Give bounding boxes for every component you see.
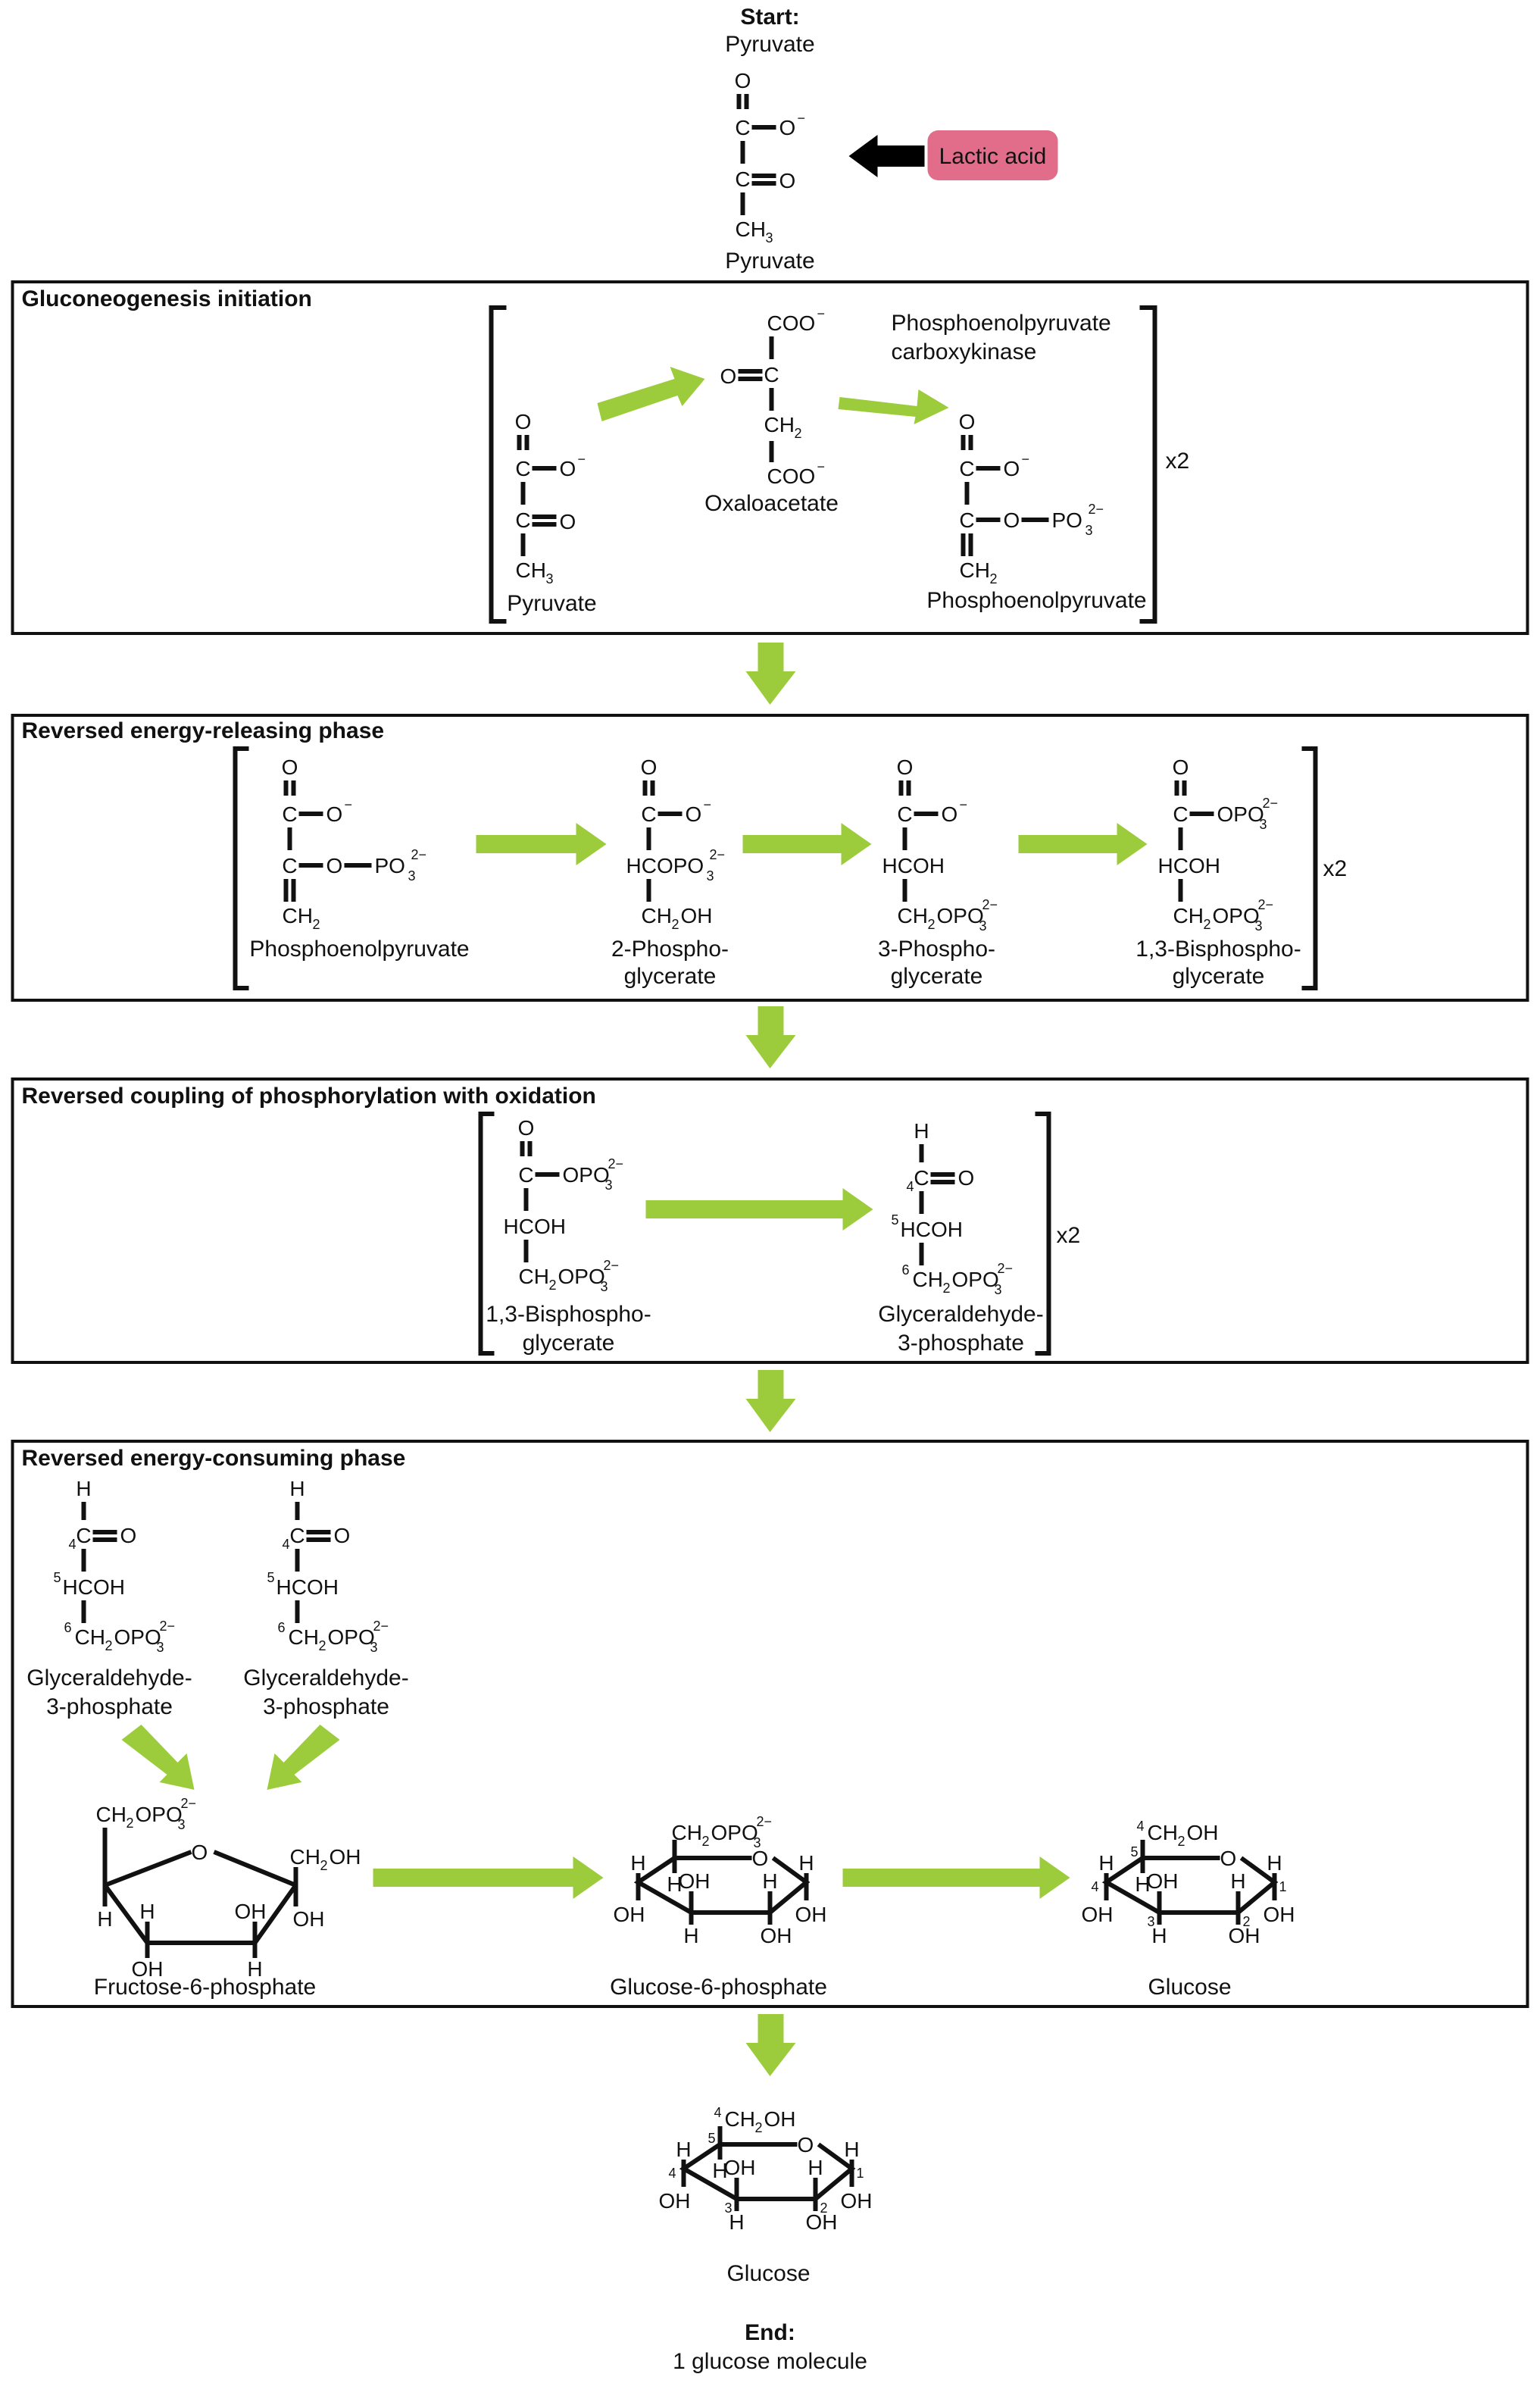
- pg2-structure: [626, 755, 726, 932]
- g6p-structure: [614, 1814, 827, 1947]
- pg3-structure: [882, 755, 998, 934]
- g3p-label-line2-coupling: 3-phosphate: [898, 1331, 1024, 1356]
- f6p-label: Fructose-6-phosphate: [94, 1975, 317, 2000]
- g3p-structure-consuming-1: [54, 1477, 176, 1655]
- pep-structure-releasing: [282, 755, 426, 932]
- bpg-label-line2-coupling: glycerate: [523, 1331, 615, 1356]
- g3p-label-line2-consuming-2: 3-phosphate: [263, 1694, 389, 1719]
- green-arrow-down-2: [745, 1006, 796, 1068]
- multiplier-coupling: x2: [1057, 1223, 1081, 1248]
- pep-structure-initiation: [959, 410, 1104, 586]
- g3p-label-line1-consuming-1: Glyceraldehyde-: [27, 1666, 192, 1691]
- section-box-initiation: [11, 280, 1529, 635]
- start-pyruvate-label: Pyruvate: [725, 32, 814, 57]
- g3p-structure-coupling: [892, 1119, 1014, 1297]
- g3p-label-line1-consuming-2: Glyceraldehyde-: [243, 1666, 408, 1691]
- lactic-acid-arrow: [848, 135, 925, 177]
- pg2-label-line2: glycerate: [624, 964, 717, 989]
- bracket-right-releasing: [1301, 746, 1318, 990]
- bpg-structure-coupling: [504, 1116, 624, 1294]
- glucose-label-consuming: Glucose: [1148, 1975, 1231, 2000]
- section-box-coupling: [11, 1078, 1529, 1364]
- green-arrow-releasing-1: [476, 823, 607, 865]
- green-arrow-releasing-2: [742, 823, 872, 865]
- green-arrow-consuming-2: [842, 1856, 1070, 1899]
- bpg-label-line2-releasing: glycerate: [1173, 964, 1265, 989]
- multiplier-releasing: x2: [1323, 856, 1348, 881]
- green-arrow-initiation-1: [597, 367, 705, 421]
- oxaloacetate-structure: [720, 306, 826, 488]
- section-box-releasing: [11, 714, 1529, 1002]
- glucose-structure-consuming: [1082, 1819, 1295, 1947]
- bracket-left-initiation: [489, 305, 507, 624]
- bpg-label-line1-coupling: 1,3-Bisphospho-: [486, 1302, 651, 1327]
- pep-label-initiation: Phosphoenolpyruvate: [926, 588, 1146, 613]
- green-arrow-consuming-1: [373, 1856, 604, 1899]
- green-arrow-initiation-2: [838, 389, 949, 424]
- green-arrow-releasing-3: [1018, 823, 1148, 865]
- g6p-label: Glucose-6-phosphate: [610, 1975, 827, 2000]
- green-arrow-down-1: [745, 643, 796, 705]
- bpg-label-line1-releasing: 1,3-Bisphospho-: [1135, 937, 1301, 962]
- lactic-acid-label: Lactic acid: [939, 144, 1047, 169]
- g3p-structure-consuming-2: [267, 1477, 389, 1655]
- section-box-consuming: [11, 1440, 1529, 2008]
- f6p-structure: [96, 1796, 361, 1981]
- green-arrow-down-3: [745, 1370, 796, 1432]
- enzyme-label-line2: carboxykinase: [892, 339, 1037, 364]
- pg3-label-line2: glycerate: [891, 964, 983, 989]
- green-arrow-coupling: [645, 1188, 873, 1231]
- end-label: 1 glucose molecule: [673, 2349, 867, 2374]
- start-pyruvate-structure: [735, 69, 805, 246]
- bracket-right-initiation: [1139, 305, 1157, 624]
- pyruvate-structure: [515, 410, 586, 586]
- oxaloacetate-label: Oxaloacetate: [704, 491, 839, 516]
- green-arrow-merge-left: [121, 1725, 195, 1790]
- section-title-initiation: Gluconeogenesis initiation: [22, 286, 312, 311]
- pg3-label-line1: 3-Phospho-: [878, 937, 995, 962]
- g3p-label-line1-coupling: Glyceraldehyde-: [878, 1302, 1043, 1327]
- lactic-acid-badge: [927, 130, 1058, 180]
- end-heading: End:: [745, 2320, 795, 2345]
- pg2-label-line1: 2-Phospho-: [611, 937, 729, 962]
- bracket-right-coupling: [1035, 1112, 1051, 1356]
- green-arrow-down-4: [745, 2014, 796, 2076]
- enzyme-label-line1: Phosphoenolpyruvate: [892, 311, 1111, 336]
- final-glucose-label: Glucose: [726, 2261, 810, 2286]
- start-pyruvate-bottom-label: Pyruvate: [725, 249, 814, 274]
- start-heading: Start:: [740, 5, 799, 30]
- bracket-left-releasing: [233, 746, 249, 990]
- section-title-coupling: Reversed coupling of phosphorylation wit…: [22, 1084, 596, 1109]
- section-title-consuming: Reversed energy-consuming phase: [22, 1446, 406, 1471]
- multiplier-initiation: x2: [1166, 449, 1190, 474]
- g3p-label-line2-consuming-1: 3-phosphate: [46, 1694, 173, 1719]
- bpg-structure-releasing: [1158, 755, 1279, 934]
- pyruvate-label: Pyruvate: [507, 591, 596, 616]
- green-arrow-merge-right: [267, 1725, 340, 1790]
- pep-label-releasing: Phosphoenolpyruvate: [249, 937, 469, 962]
- final-glucose-structure: [659, 2105, 873, 2234]
- section-title-releasing: Reversed energy-releasing phase: [22, 718, 385, 743]
- bracket-left-coupling: [478, 1112, 495, 1356]
